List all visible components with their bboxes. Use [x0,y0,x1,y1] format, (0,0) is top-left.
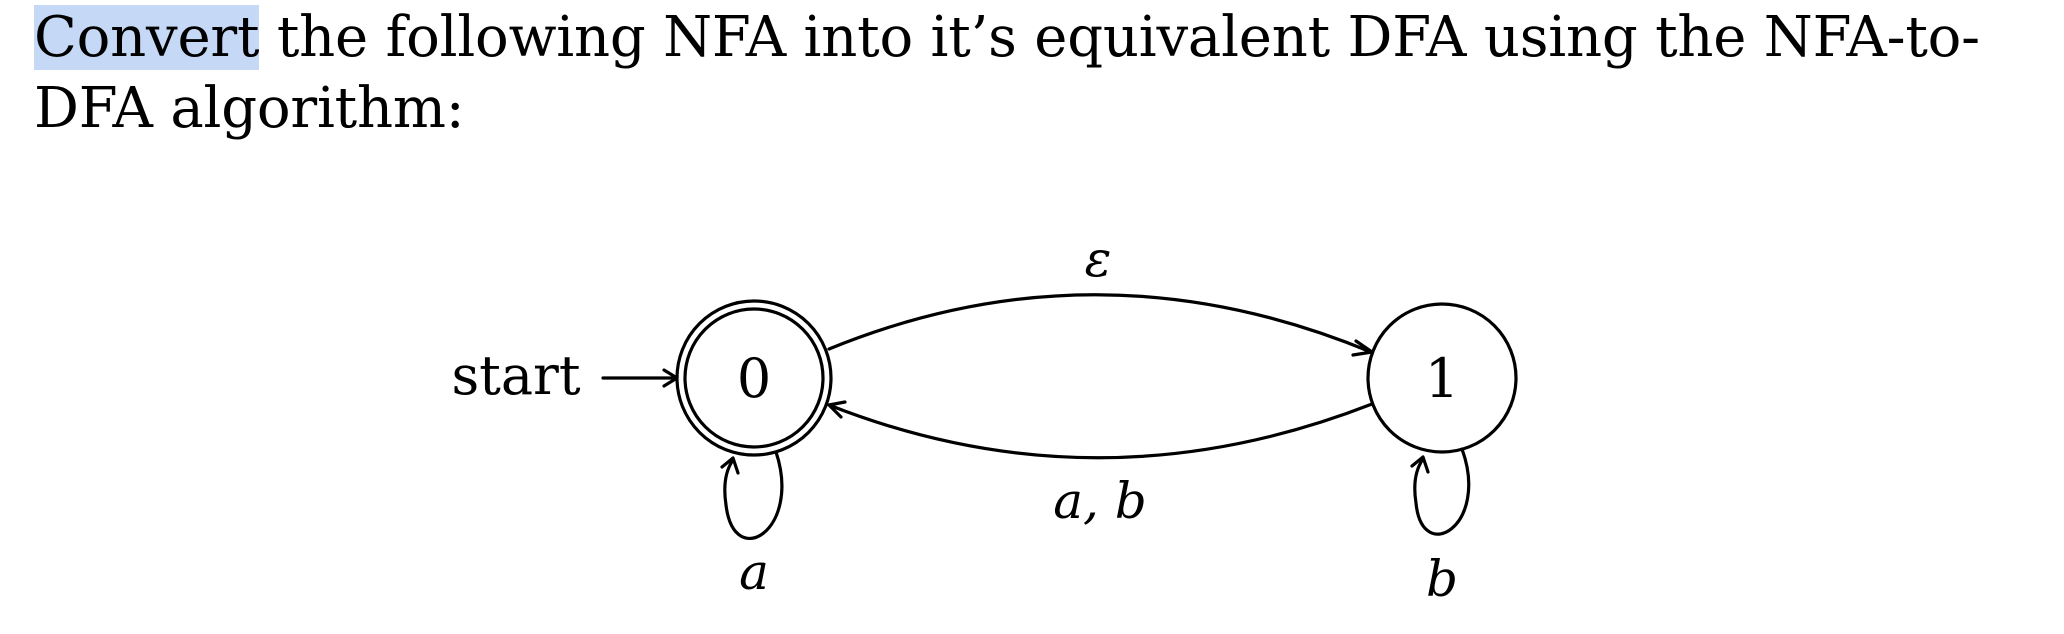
edge-1-to-0 [827,402,1374,460]
problem-statement: Convert the following NFA into it’s equi… [34,2,2034,144]
self-loop-0-label: a [739,543,769,601]
problem-text: the following NFA into it’s equivalent D… [34,5,1980,141]
edge-1-to-0-label: a, b [1053,472,1147,530]
state-0-inner-circle [683,307,825,449]
self-loop-1-label: b [1426,550,1458,608]
state-0-outer-circle [675,299,833,457]
edge-0-to-1-label: ε [1085,230,1112,288]
start-label: start [451,344,580,407]
selected-word: Convert [34,5,260,70]
self-loop-0 [723,450,784,540]
state-1-circle [1366,302,1518,454]
self-loop-1 [1413,447,1471,536]
state-1-label: 1 [1425,347,1459,410]
self-loop-0-arrowhead [720,456,740,475]
edge-0-to-1 [827,293,1373,354]
edge-1-to-0-arrowhead [827,400,847,419]
self-loop-1-arrowhead [1410,455,1430,474]
edge-0-to-1-arrowhead [1351,339,1374,357]
state-0-label: 0 [737,347,771,410]
